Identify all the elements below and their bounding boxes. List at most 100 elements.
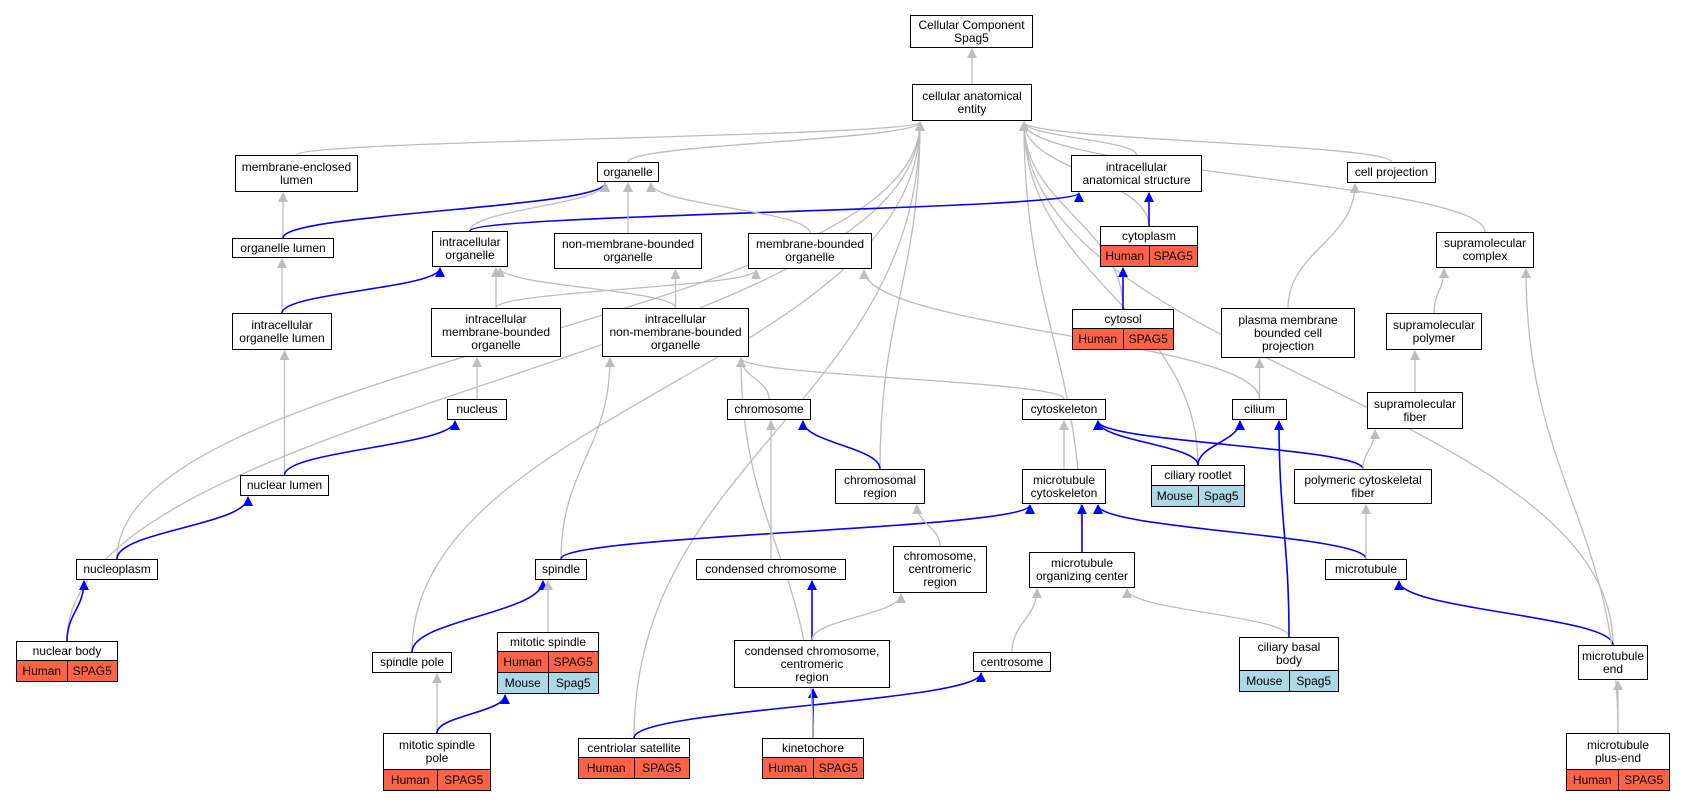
gene-label: SPAG5 — [1617, 769, 1670, 790]
species-label: Human — [390, 772, 430, 787]
edge-is_a-ccc-to-chromcen — [811, 593, 906, 641]
node-mtcyto[interactable]: microtubule cytoskeleton — [1022, 469, 1106, 504]
species-tag-human: Human SPAG5 — [497, 650, 599, 673]
node-spindle[interactable]: spindle — [535, 559, 587, 580]
species-label: Human — [503, 654, 543, 669]
edge-is_a-mtend-to-cae — [1019, 121, 1614, 646]
edge-part_of-censat-to-centrosome — [633, 672, 986, 739]
node-imbo[interactable]: intracellular membrane-bounded organelle — [431, 308, 561, 357]
edge-is_a-chromcen-to-chromreg — [912, 504, 941, 547]
node-cytoskeleton[interactable]: cytoskeleton — [1022, 399, 1106, 420]
node-mtend[interactable]: microtubule end — [1578, 645, 1648, 680]
node-nmbo[interactable]: non-membrane-bounded organelle — [554, 233, 702, 269]
edge-is_a-mbo-to-organelle — [646, 182, 811, 234]
node-rootlet[interactable]: ciliary rootlet — [1151, 465, 1245, 486]
species-label: Human — [22, 663, 62, 678]
node-intorg[interactable]: intracellular organelle — [432, 231, 508, 267]
edge-part_of-nucleoplasm-to-nuclumen — [116, 496, 253, 560]
edge-is_a-centrosome-to-mtoc — [1011, 588, 1042, 653]
node-smp[interactable]: supramolecular polymer — [1386, 313, 1482, 350]
node-cytoplasm[interactable]: cytoplasm — [1100, 226, 1198, 246]
node-nucbody[interactable]: nuclear body — [16, 641, 118, 661]
node-chromreg[interactable]: chromosomal region — [835, 469, 925, 504]
node-kinetochore[interactable]: kinetochore — [762, 738, 864, 758]
node-cilium[interactable]: cilium — [1232, 399, 1287, 420]
node-inmbo[interactable]: intracellular non-membrane-bounded organ… — [602, 308, 749, 357]
species-tag-human: Human SPAG5 — [1566, 768, 1670, 791]
species-label: Mouse — [504, 675, 541, 690]
edge-part_of-msp-to-mitspindle — [436, 694, 510, 734]
node-chromcen[interactable]: chromosome, centromeric region — [893, 546, 987, 593]
edge-is_a-mel-to-cae — [295, 121, 925, 156]
species-label: Mouse — [1156, 488, 1193, 503]
node-nucleoplasm[interactable]: nucleoplasm — [76, 559, 158, 580]
node-smc[interactable]: supramolecular complex — [1436, 232, 1534, 268]
node-mitspindle[interactable]: mitotic spindle — [497, 632, 599, 652]
edge-part_of-nucbody-to-nucleoplasm — [66, 580, 89, 642]
gene-label: Spag5 — [1197, 485, 1245, 506]
edge-is_a-nucbody-to-cae — [66, 121, 925, 642]
node-ias[interactable]: intracellular anatomical structure — [1071, 155, 1202, 192]
edge-part_of-nuclumen-to-nucleus — [283, 420, 460, 476]
edge-is_a-smc-to-cae — [1019, 121, 1486, 233]
gene-label: Spag5 — [547, 672, 599, 693]
node-microtubule[interactable]: microtubule — [1325, 559, 1407, 580]
gene-label: SPAG5 — [66, 660, 118, 681]
node-smf[interactable]: supramolecular fiber — [1367, 392, 1463, 429]
edge-is_a-intorg-to-organelle — [469, 182, 610, 232]
edge-is_a-pcf-to-smf — [1362, 429, 1380, 470]
node-spole[interactable]: spindle pole — [372, 652, 452, 673]
node-organelle[interactable]: organelle — [597, 162, 659, 182]
gene-label: SPAG5 — [1122, 328, 1174, 349]
species-tag-mouse: Mouse Spag5 — [497, 671, 599, 694]
node-censat[interactable]: centriolar satellite — [578, 738, 690, 758]
edge-is_a-censat-to-cae — [633, 121, 925, 739]
edge-part_of-microtubule-to-mtcyto — [1093, 504, 1367, 560]
species-label: Human — [1572, 772, 1612, 787]
node-nuclumen[interactable]: nuclear lumen — [240, 475, 329, 496]
gene-label: SPAG5 — [436, 769, 491, 790]
edge-is_a-chromreg-to-cae — [879, 121, 925, 470]
node-mtplus[interactable]: microtubule plus-end — [1566, 733, 1670, 770]
node-mtoc[interactable]: microtubule organizing center — [1029, 552, 1135, 588]
edge-part_of-rootlet-to-cytoskeleton — [1093, 420, 1199, 466]
species-label: Human — [1078, 331, 1118, 346]
edge-part_of-spindle-to-mtcyto — [560, 504, 1035, 560]
node-pmbcp[interactable]: plasma membrane bounded cell projection — [1221, 308, 1355, 358]
node-pcf[interactable]: polymeric cytoskeletal fiber — [1294, 469, 1432, 504]
gene-label: SPAG5 — [633, 757, 690, 778]
gene-label: SPAG5 — [1148, 245, 1198, 266]
edge-part_of-intorg-to-ias — [469, 192, 1084, 232]
species-tag-human: Human SPAG5 — [383, 768, 491, 791]
edge-is_a-spindle-to-inmbo — [560, 357, 615, 560]
gene-label: Spag5 — [1288, 670, 1339, 691]
species-tag-human: Human SPAG5 — [16, 659, 118, 682]
edge-part_of-spole-to-spindle — [411, 580, 548, 653]
edge-is_a-cilium-to-mbo — [859, 269, 1261, 400]
node-basalbody[interactable]: ciliary basal body — [1239, 637, 1339, 671]
edge-is_a-pmbcp-to-cellproj — [1287, 183, 1360, 309]
edge-is_a-smp-to-smc — [1433, 268, 1449, 314]
node-msp[interactable]: mitotic spindle pole — [383, 733, 491, 770]
edge-part_of-iol-to-intorg — [281, 267, 445, 314]
edge-part_of-orglumen-to-organelle — [282, 182, 610, 239]
node-cytosol[interactable]: cytosol — [1072, 309, 1174, 329]
species-label: Human — [586, 760, 626, 775]
species-tag-mouse: Mouse Spag5 — [1151, 484, 1245, 507]
node-nucleus[interactable]: nucleus — [447, 399, 507, 420]
node-iol[interactable]: intracellular organelle lumen — [232, 313, 332, 350]
node-condchrom[interactable]: condensed chromosome — [696, 559, 846, 580]
node-mbo[interactable]: membrane-bounded organelle — [748, 233, 872, 269]
gene-label: SPAG5 — [547, 651, 599, 672]
node-cae[interactable]: cellular anatomical entity — [912, 84, 1032, 121]
node-mel[interactable]: membrane-enclosed lumen — [235, 155, 358, 192]
node-ccc[interactable]: condensed chromosome, centromeric region — [734, 640, 890, 688]
node-orglumen[interactable]: organelle lumen — [232, 238, 334, 258]
node-chromosome[interactable]: chromosome — [727, 399, 811, 420]
node-cellproj[interactable]: cell projection — [1347, 162, 1436, 183]
node-centrosome[interactable]: centrosome — [973, 652, 1051, 672]
node-root[interactable]: Cellular Component Spag5 — [910, 15, 1033, 48]
